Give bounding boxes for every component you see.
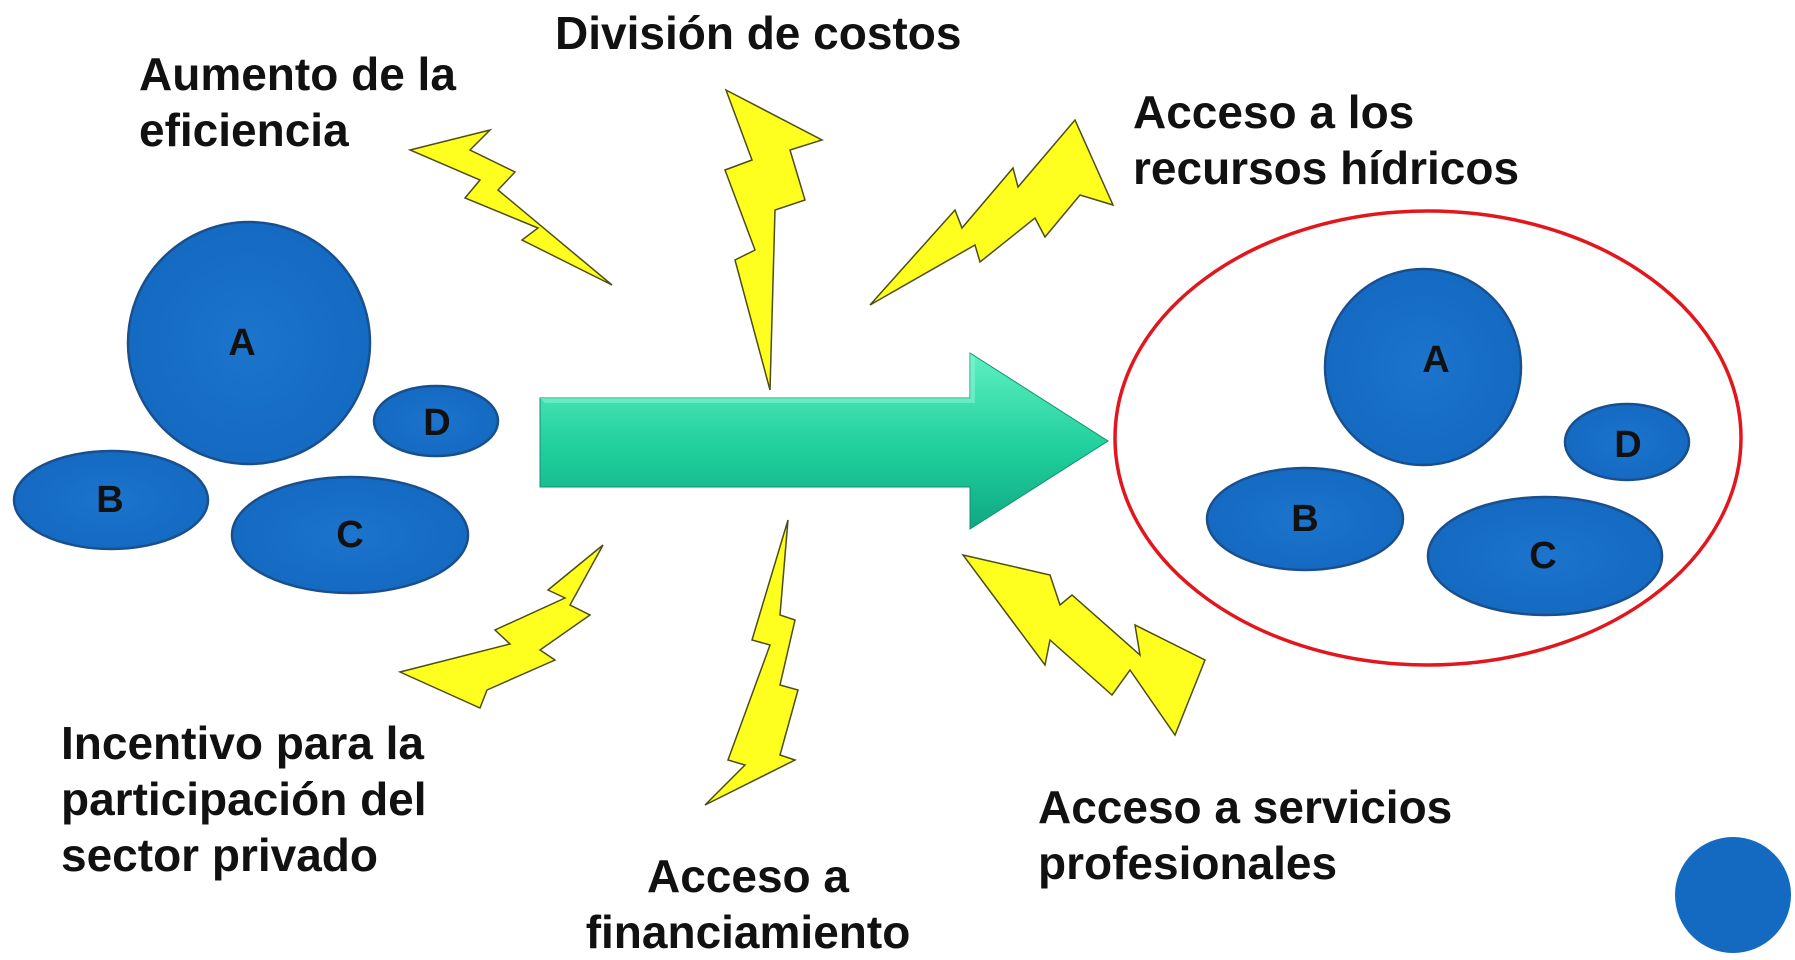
lightning-bolt-top-right [869,118,1115,306]
label-line: sector privado [61,829,378,881]
label-line: participación del [61,773,427,825]
label-line: recursos hídricos [1133,142,1520,194]
label-line: Acceso a [646,850,849,902]
after-group: A D B C [1113,209,1743,667]
entity-a-after: A [1323,267,1523,467]
label-acceso-servicios-profesionales: Acceso a servicios profesionales [1038,779,1452,891]
label-aumento-eficiencia: Aumento de la eficiencia [139,46,456,158]
transition-arrow [539,352,1109,530]
before-group: A D B C [12,220,500,595]
lightning-bolt-top-center [724,88,824,391]
label-incentivo-sector-privado: Incentivo para la participación del sect… [61,715,427,883]
label-line: Acceso a servicios [1038,781,1453,833]
entity-b-before: B [12,449,210,551]
entity-b-after: B [1205,466,1405,572]
svg-text:B: B [96,479,123,521]
lightning-bolt-top-left [407,128,613,286]
svg-text:A: A [228,322,255,364]
label-line: eficiencia [139,104,349,156]
group-boundary [1113,209,1743,667]
svg-text:A: A [1422,339,1449,381]
label-line: Aumento de la [139,48,456,100]
label-line: Incentivo para la [61,717,425,769]
corner-decoration [1675,837,1791,953]
svg-text:D: D [1614,424,1641,466]
entity-d-after: D [1563,402,1691,482]
lightning-bolt-bottom-left [397,544,604,710]
svg-text:C: C [1529,535,1556,577]
label-acceso-financiamiento: Acceso a financiamiento [573,848,923,960]
label-line: financiamiento [585,906,911,958]
lightning-bolt-bottom-right [961,553,1206,737]
entity-a-before: A [126,220,372,466]
label-acceso-recursos-hidricos: Acceso a los recursos hídricos [1133,84,1519,196]
svg-text:C: C [336,514,363,556]
svg-text:D: D [423,402,450,444]
entity-d-before: D [372,384,500,458]
label-line: profesionales [1038,837,1338,889]
label-line: Acceso a los [1133,86,1415,138]
lightning-bolt-bottom-center [704,519,799,806]
entity-c-after: C [1426,495,1664,617]
label-line: División de costos [555,7,962,59]
entity-c-before: C [230,475,470,595]
svg-text:B: B [1291,498,1318,540]
label-division-costos: División de costos [555,5,961,61]
